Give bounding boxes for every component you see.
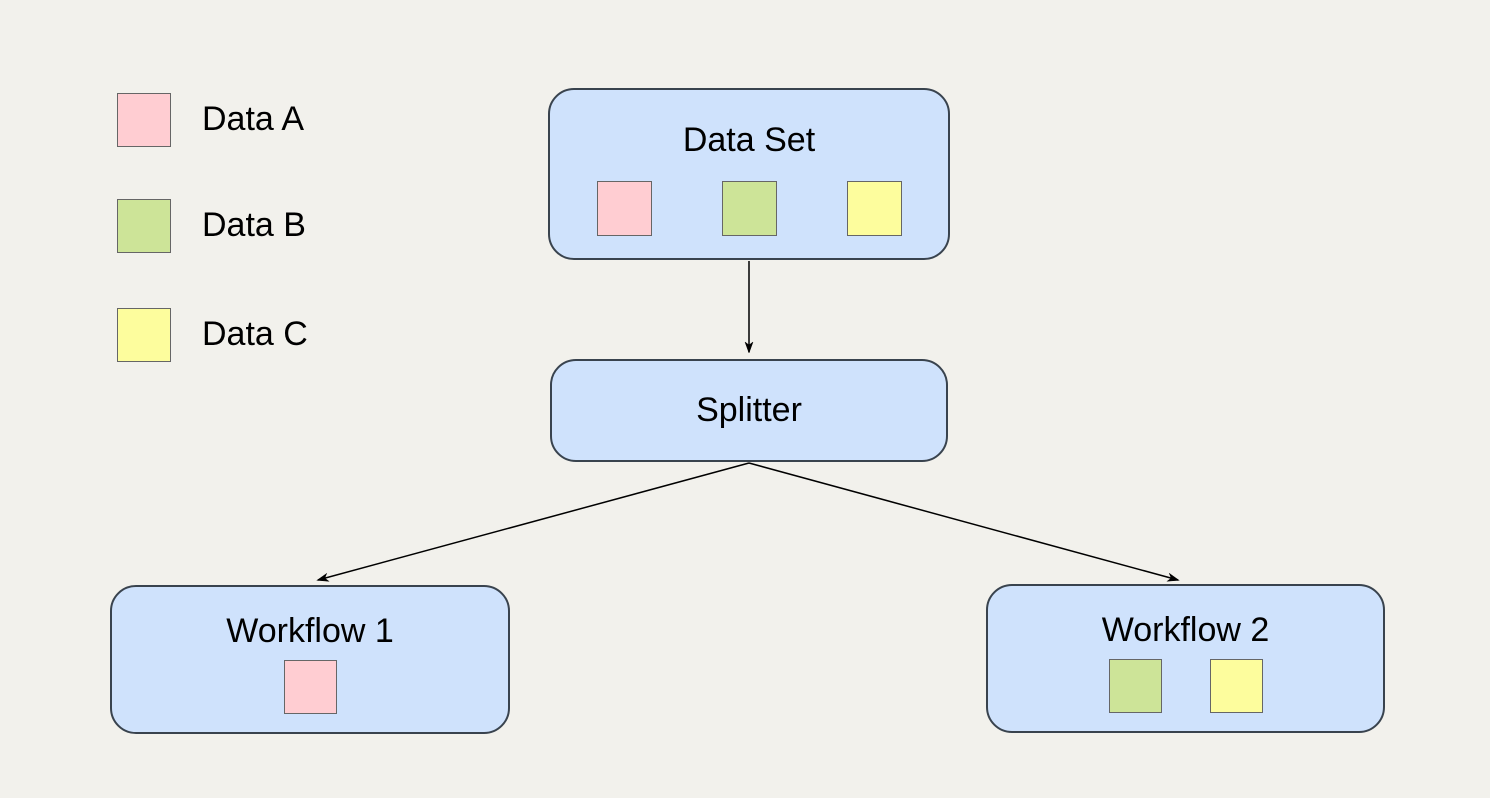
data-b-square (721, 180, 777, 236)
node-title-workflow-2: Workflow 2 (1101, 611, 1270, 649)
data-c-square (846, 180, 902, 236)
data-c-square (1209, 658, 1263, 713)
legend-swatch-data-a (117, 92, 171, 147)
edge-splitter-to-workflow2 (748, 462, 1180, 582)
legend-label-data-a: Data A (202, 100, 305, 138)
node-workflow-2: Workflow 2 (986, 584, 1385, 733)
legend-label-data-c: Data C (202, 315, 308, 353)
legend-item-data-a: Data A (117, 92, 304, 147)
legend-item-data-b: Data B (117, 198, 306, 253)
data-set-squares (596, 180, 902, 236)
data-b-square (1108, 658, 1162, 713)
data-a-square (283, 659, 337, 714)
edge-splitter-to-workflow1 (316, 462, 750, 582)
legend-item-data-c: Data C (117, 307, 308, 362)
node-workflow-1: Workflow 1 (110, 585, 510, 734)
legend-swatch-data-b (117, 198, 171, 253)
workflow-2-squares (1108, 658, 1263, 713)
legend-swatch-data-c (117, 307, 171, 362)
data-a-square (596, 180, 652, 236)
workflow-1-squares (283, 659, 337, 714)
node-title-workflow-1: Workflow 1 (226, 612, 394, 650)
node-splitter: Splitter (550, 359, 948, 462)
legend-label-data-b: Data B (202, 206, 306, 244)
node-data-set: Data Set (548, 88, 950, 260)
node-title-splitter: Splitter (696, 391, 802, 430)
node-title-data-set: Data Set (682, 121, 816, 159)
